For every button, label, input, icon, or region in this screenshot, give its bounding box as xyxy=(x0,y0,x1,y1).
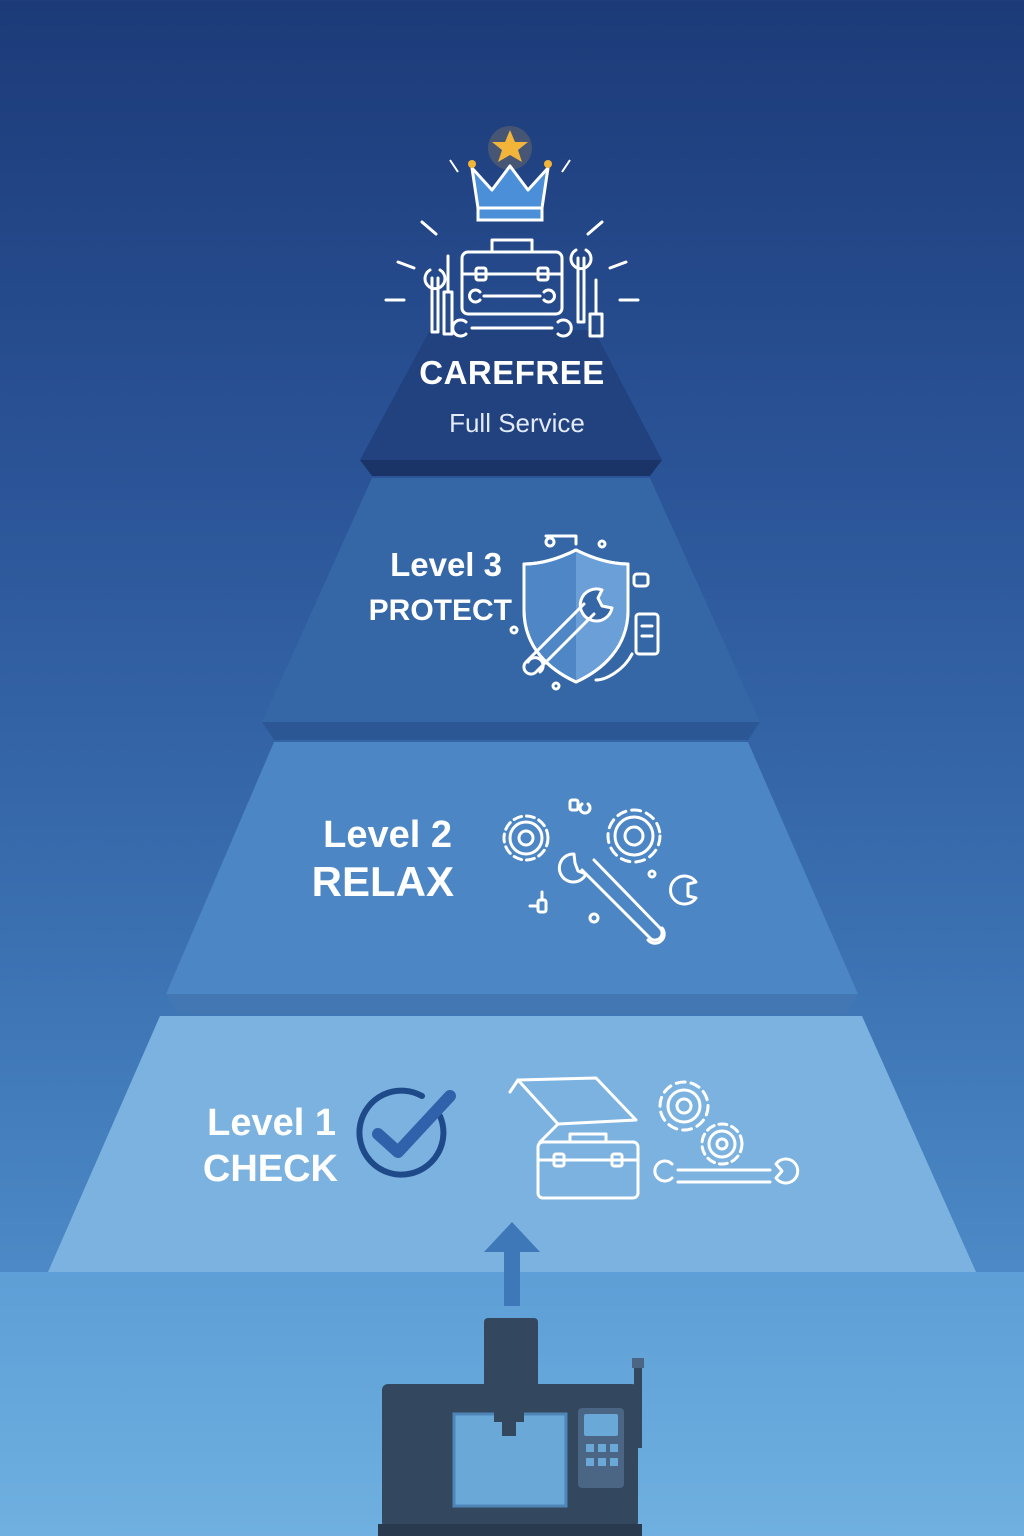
gears-wrench-level1-icon xyxy=(653,1080,800,1185)
tier-level-3-name: PROTECT xyxy=(368,594,512,627)
tier-carefree-edge xyxy=(360,460,662,476)
tier-level-3-shape xyxy=(262,478,760,722)
toolbox-icon xyxy=(384,220,640,338)
tier-level-1-level: Level 1 xyxy=(207,1102,336,1144)
tier-carefree-subtitle: Full Service xyxy=(449,408,585,438)
tier-level-2-name: RELAX xyxy=(311,858,454,905)
tier-carefree-shape xyxy=(360,330,662,460)
tier-level-1-name: CHECK xyxy=(202,1148,338,1190)
tier-level-3-edge xyxy=(262,722,760,740)
arrow-up-icon xyxy=(484,1222,540,1306)
tier-level-2-level: Level 2 xyxy=(323,814,452,856)
tier-level-2-shape xyxy=(166,742,858,994)
tier-carefree-title: CAREFREE xyxy=(419,354,605,391)
shield-wrench-icon xyxy=(509,534,660,691)
tier-level-2-edge xyxy=(166,994,858,1014)
tier-level-3-level: Level 3 xyxy=(390,546,502,583)
gears-wrench-icon xyxy=(502,798,698,945)
open-toolbox-icon xyxy=(508,1076,640,1200)
tier-level-1-shape xyxy=(48,1016,976,1272)
crown-star-icon xyxy=(449,126,571,222)
cnc-machine-icon xyxy=(378,1318,644,1536)
checkmark-circle-icon xyxy=(356,1087,456,1178)
